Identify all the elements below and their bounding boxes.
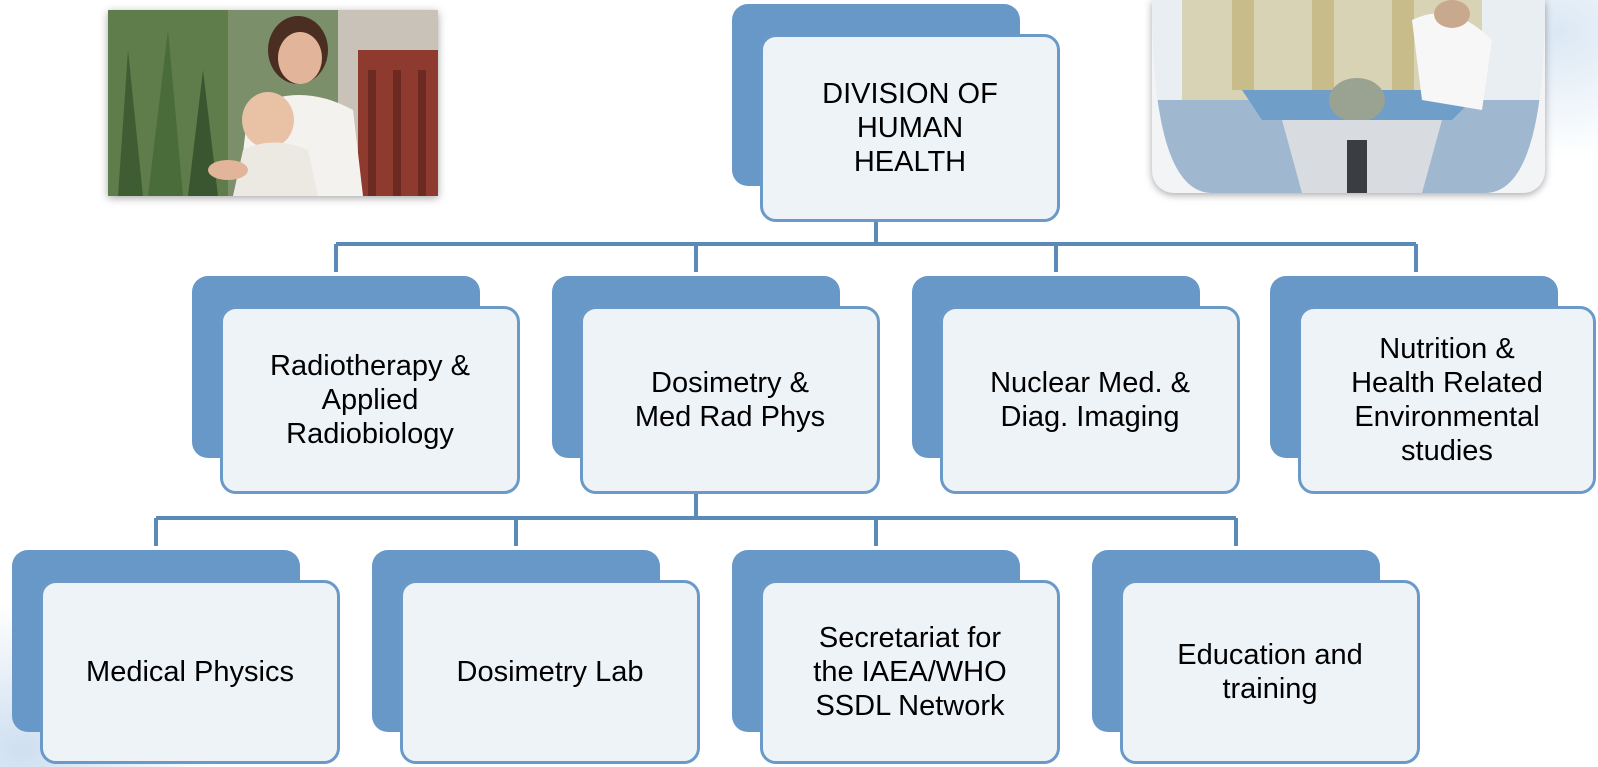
education-and-training-node: Education and training: [1092, 550, 1420, 764]
nuclear-med-diag-imaging-node: Nuclear Med. & Diag. Imaging: [912, 276, 1240, 494]
node-label: Nutrition & Health Related Environmental…: [1351, 332, 1543, 468]
radiotherapy-patient-photo: [1152, 0, 1545, 193]
node-label: Secretariat for the IAEA/WHO SSDL Networ…: [813, 621, 1007, 723]
dosimetry-lab-node: Dosimetry Lab: [372, 550, 700, 764]
node-label: Radiotherapy & Applied Radiobiology: [270, 349, 470, 451]
ssdl-network-secretariat-node: Secretariat for the IAEA/WHO SSDL Networ…: [732, 550, 1060, 764]
node-label: Nuclear Med. & Diag. Imaging: [990, 366, 1190, 433]
node-label: Education and training: [1177, 638, 1363, 705]
node-label: DIVISION OF HUMAN HEALTH: [822, 77, 998, 179]
mother-baby-photo: [108, 10, 438, 196]
medical-physics-node: Medical Physics: [12, 550, 340, 764]
dosimetry-med-rad-phys-node: Dosimetry & Med Rad Phys: [552, 276, 880, 494]
node-label: Medical Physics: [86, 655, 294, 688]
nutrition-health-environmental-node: Nutrition & Health Related Environmental…: [1270, 276, 1596, 494]
division-of-human-health-node: DIVISION OF HUMAN HEALTH: [732, 4, 1060, 222]
radiotherapy-applied-radiobiology-node: Radiotherapy & Applied Radiobiology: [192, 276, 520, 494]
node-label: Dosimetry Lab: [456, 655, 644, 688]
node-label: Dosimetry & Med Rad Phys: [634, 366, 826, 433]
